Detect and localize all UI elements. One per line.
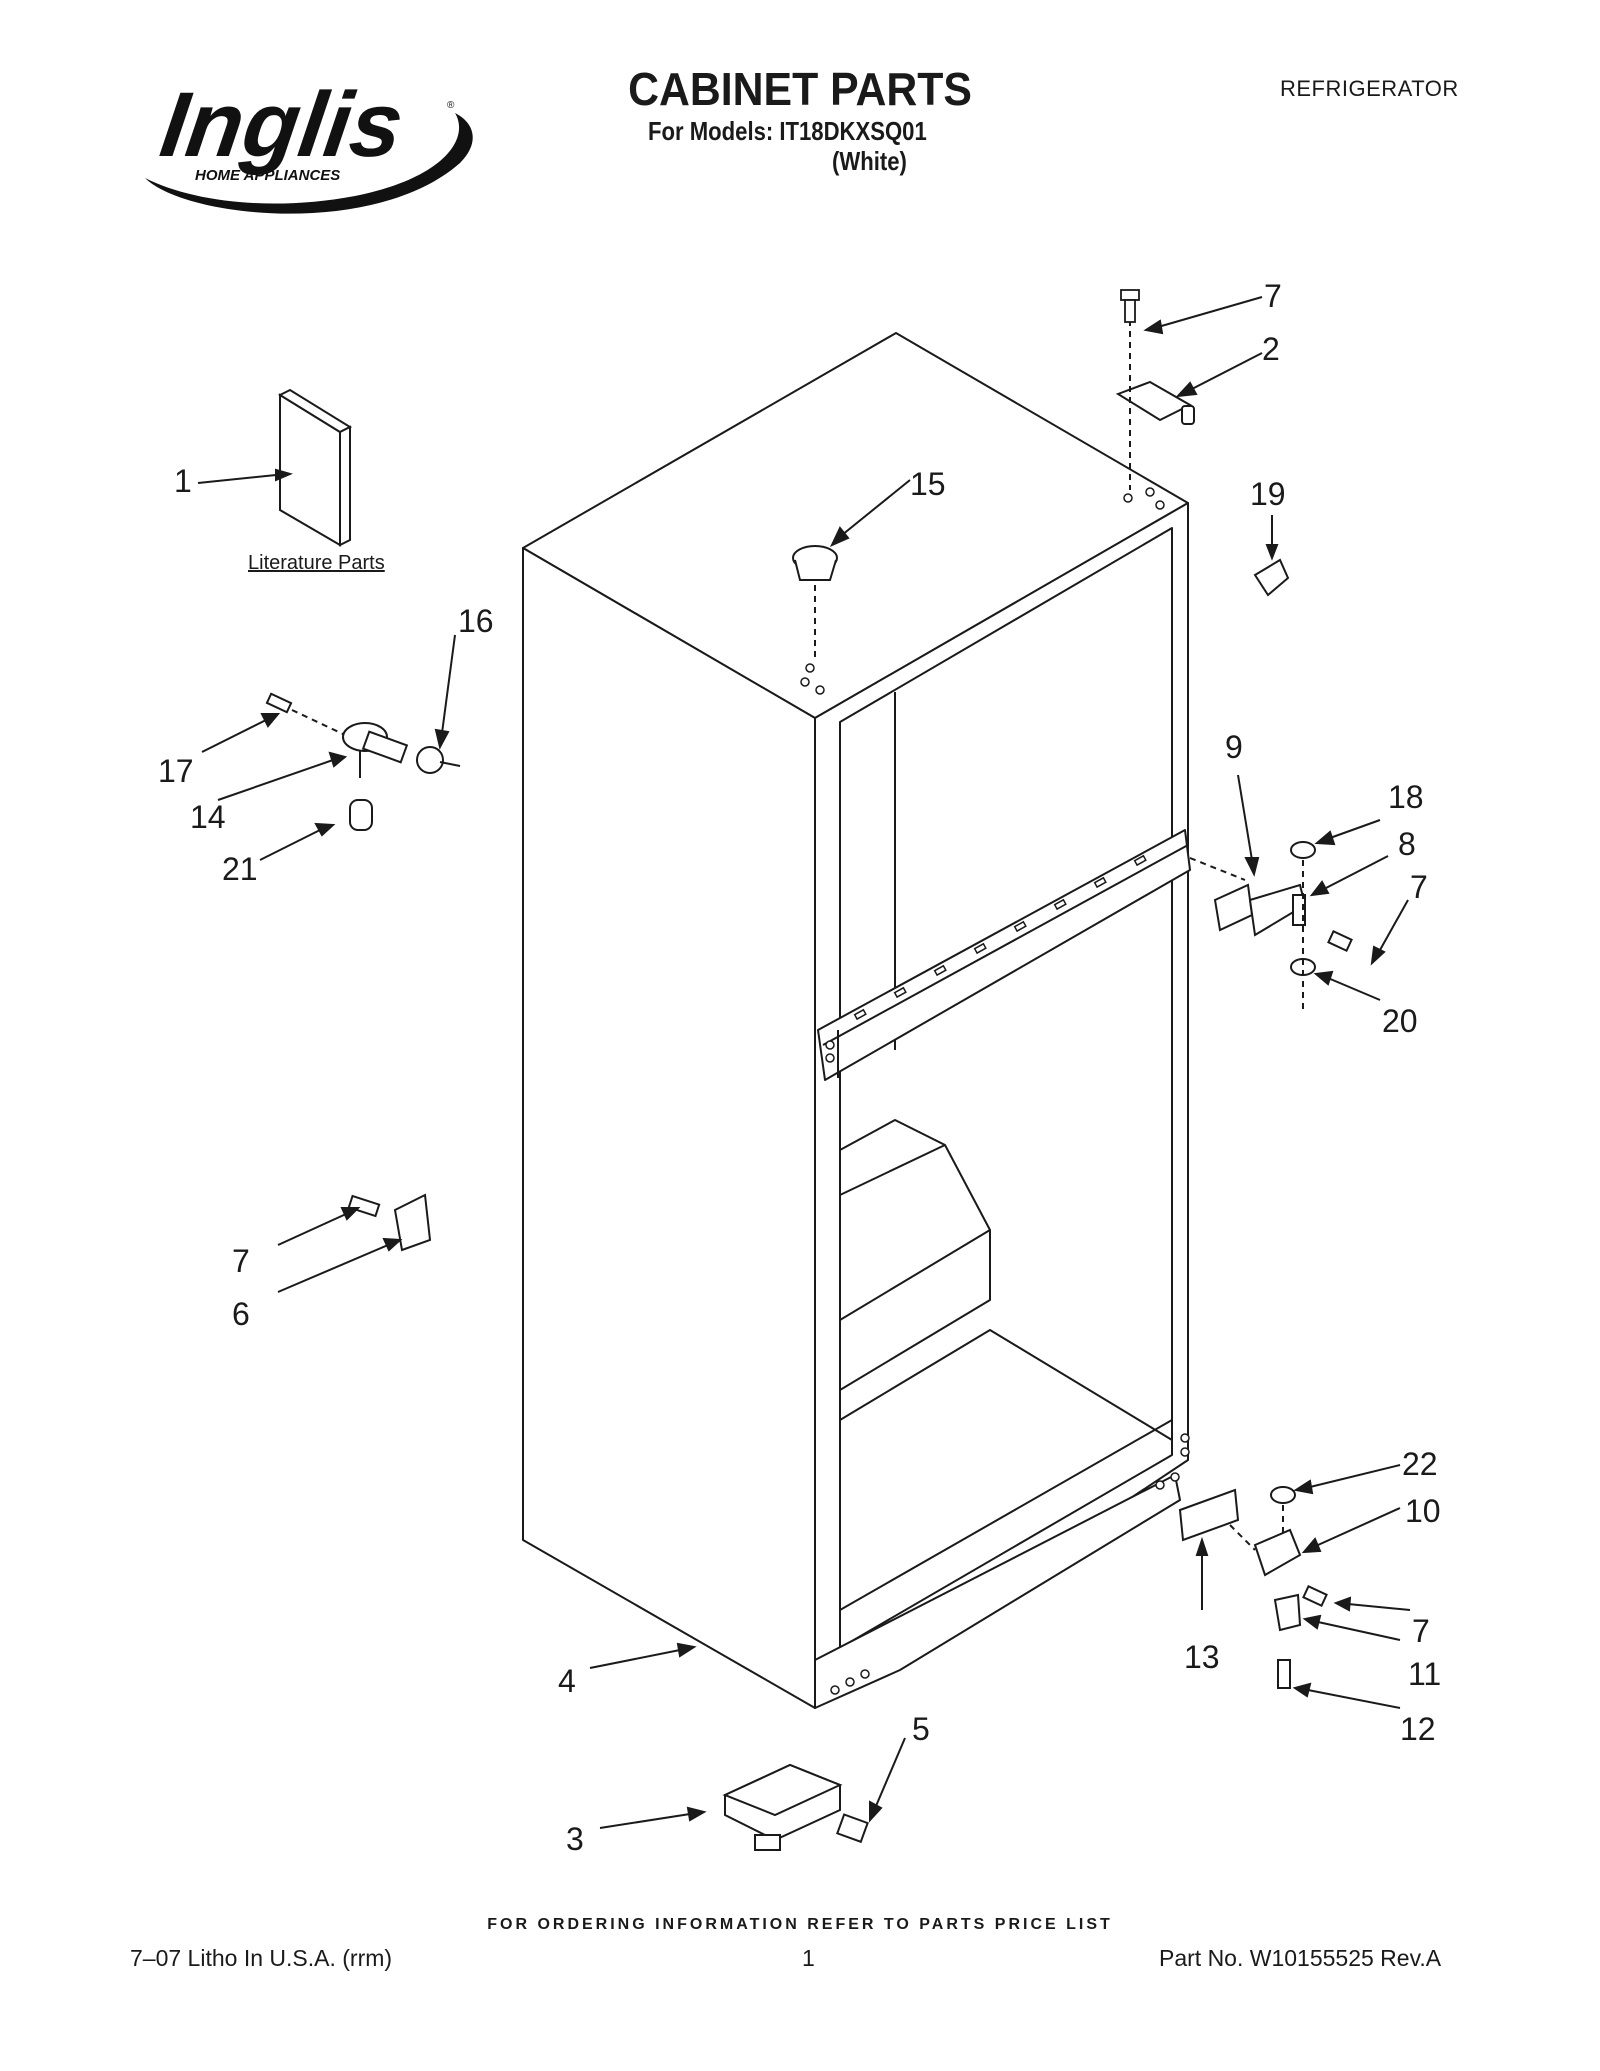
callout-2: 2 [1262,331,1280,367]
litho-note: 7–07 Litho In U.S.A. (rrm) [130,1945,393,1971]
callout-11: 11 [1408,1656,1441,1692]
model-color: (White) [832,146,907,176]
callout-1: 1 [174,463,192,499]
callout-5: 5 [912,1711,930,1747]
callout-16: 16 [458,603,494,639]
cabinet-left-side [522,547,816,1709]
callout-7-mid: 7 [1410,869,1428,905]
model-subtitle: For Models: IT18DKXSQ01 [648,116,927,146]
callout-7-bottom: 7 [1412,1613,1430,1649]
callout-10: 10 [1405,1493,1441,1529]
callout-20: 20 [1382,1003,1418,1039]
callout-8: 8 [1398,826,1416,862]
callout-21: 21 [222,851,258,887]
callout-15: 15 [910,466,946,502]
callout-17: 17 [158,753,194,789]
callout-19: 19 [1250,476,1286,512]
top-plug [792,545,838,660]
callout-7-left: 7 [232,1243,250,1279]
callout-13: 13 [1184,1639,1220,1675]
part-number: Part No. W10155525 Rev.A [1159,1945,1442,1971]
top-hinge [1115,320,1195,490]
callout-22: 22 [1402,1446,1438,1482]
page-number: 1 [802,1945,815,1971]
product-category: REFRIGERATOR [1280,76,1459,101]
cabinet-front-opening [839,527,1173,1649]
literature-booklet [277,388,353,547]
bottom-hinge-group [1178,1486,1328,1689]
hinge-screw-top [1120,289,1140,323]
callout-7-top: 7 [1264,278,1282,314]
callout-9: 9 [1225,729,1243,765]
callout-12: 12 [1400,1711,1436,1747]
callout-14: 14 [190,799,226,835]
ordering-note: FOR ORDERING INFORMATION REFER TO PARTS … [487,1916,1113,1933]
callout-18: 18 [1388,779,1424,815]
divider-rail [817,829,1191,1081]
page-title: CABINET PARTS [628,63,972,115]
literature-parts-label: Literature Parts [248,552,385,574]
center-hinge-group [1189,841,1353,1010]
leveling-leg-group [722,1763,869,1851]
logo-wordmark: Inglis [155,72,410,175]
svg-text:®: ® [447,100,455,111]
callout-4: 4 [558,1663,576,1699]
bracket-left [347,1193,432,1252]
handle-mount-group [265,692,461,831]
inglis-logo: Inglis HOME APPLIANCES ® [145,72,473,214]
logo-tagline: HOME APPLIANCES [195,167,340,184]
hinge-cover [1253,558,1290,597]
cabinet-base-strip [814,1474,1181,1709]
callout-3: 3 [566,1821,584,1857]
callout-6: 6 [232,1296,250,1332]
